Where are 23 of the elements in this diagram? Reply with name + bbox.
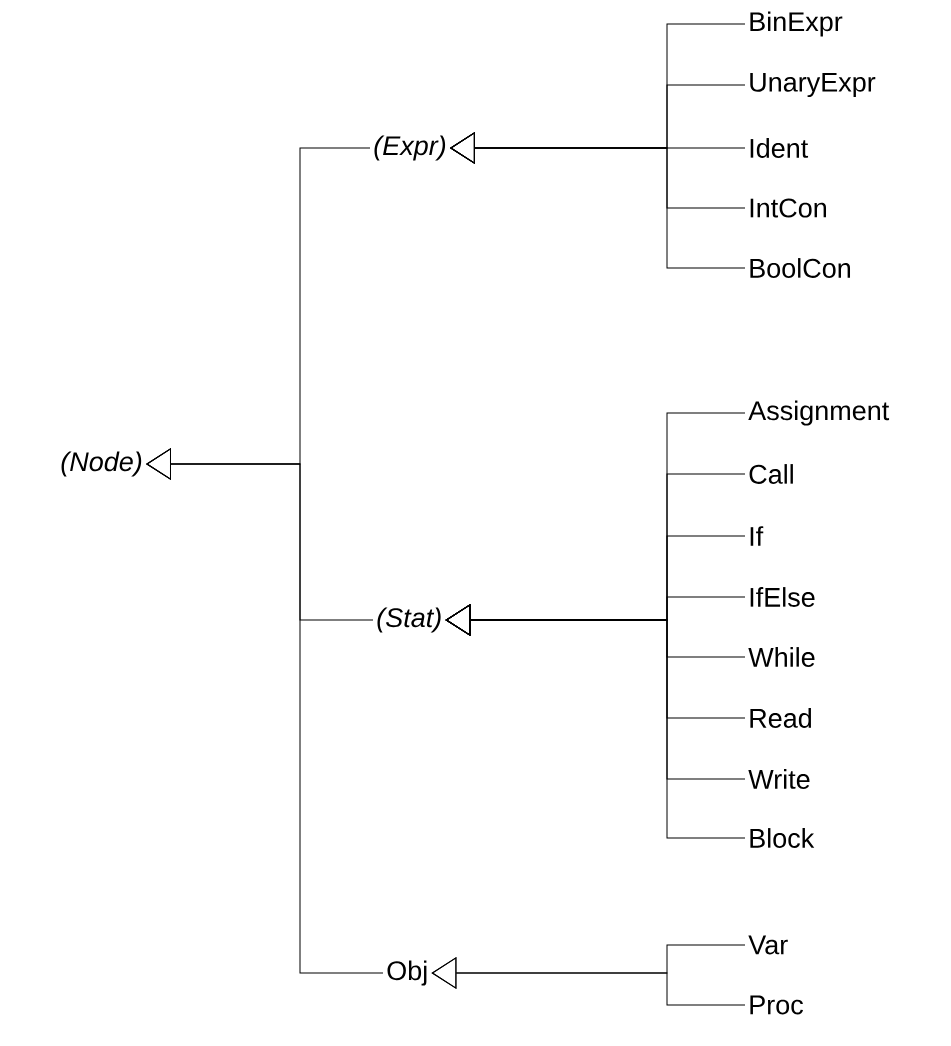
inheritance-arrow (445, 604, 746, 839)
class-name: Read (750, 708, 811, 728)
class-name: Ident (750, 138, 809, 158)
inheritance-arrow (431, 957, 746, 1006)
class-name: If (750, 526, 764, 546)
class-name: Proc (750, 995, 803, 1015)
class-name: (Expr) (374, 135, 446, 161)
class-name: IfElse (750, 587, 815, 607)
class-name: (Node) (61, 451, 142, 477)
class-name: BoolCon (750, 258, 850, 278)
class-name: Call (749, 464, 793, 484)
class-name: Obj (387, 960, 427, 986)
inheritance-arrow (450, 132, 746, 269)
class-name: BinExpr (750, 11, 843, 37)
class-name: Assignment (748, 400, 890, 426)
class-name: Write (748, 769, 810, 789)
class-name: While (748, 647, 815, 667)
class-name: IntCon (750, 198, 826, 218)
inheritance-arrow (146, 448, 384, 974)
class-name: (Stat) (377, 607, 441, 633)
class-name: Var (748, 935, 788, 955)
class-name: Block (750, 828, 815, 848)
class-name: UnaryExpr (750, 72, 876, 98)
